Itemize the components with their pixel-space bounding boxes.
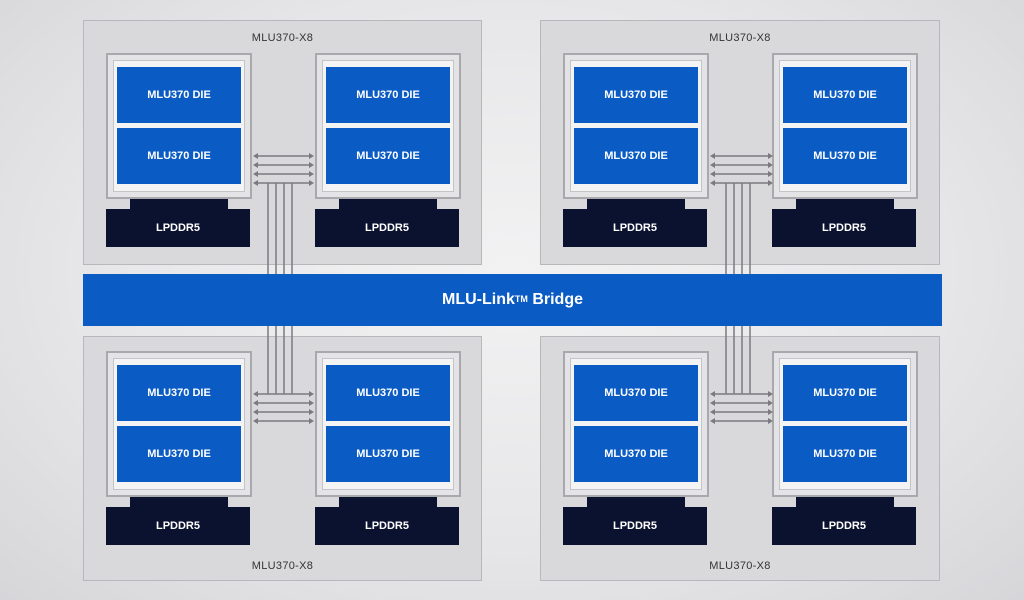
arrowhead-icon: [710, 171, 715, 177]
arrowhead-icon: [710, 162, 715, 168]
arrowhead-icon: [710, 391, 715, 397]
arrowhead-icon: [253, 391, 258, 397]
arrowhead-icon: [253, 418, 258, 424]
lpddr5-memory: LPDDR5: [106, 209, 250, 247]
arrowhead-icon: [768, 180, 773, 186]
mlu370-die: MLU370 DIE: [117, 365, 241, 421]
lpddr5-memory: LPDDR5: [106, 507, 250, 545]
mlu370-die: MLU370 DIE: [574, 365, 698, 421]
arrowhead-icon: [768, 409, 773, 415]
arrowhead-icon: [768, 171, 773, 177]
arrowhead-icon: [309, 171, 314, 177]
arrowhead-icon: [253, 180, 258, 186]
arrowhead-icon: [710, 153, 715, 159]
mlu370-die: MLU370 DIE: [326, 426, 450, 482]
arrowhead-icon: [309, 400, 314, 406]
arrowhead-icon: [768, 153, 773, 159]
bridge-trademark: TM: [514, 294, 528, 304]
arrowhead-icon: [768, 418, 773, 424]
mlu370-die: MLU370 DIE: [117, 128, 241, 184]
board-label: MLU370-X8: [709, 32, 771, 44]
arrowhead-icon: [309, 180, 314, 186]
lpddr5-memory: LPDDR5: [563, 209, 707, 247]
lpddr5-memory: LPDDR5: [772, 507, 916, 545]
memory-connector: [130, 497, 228, 507]
arrowhead-icon: [710, 418, 715, 424]
mlu370-die: MLU370 DIE: [783, 128, 907, 184]
arrowhead-icon: [253, 153, 258, 159]
mlu370-die: MLU370 DIE: [783, 426, 907, 482]
arrowhead-icon: [309, 409, 314, 415]
arrowhead-icon: [253, 409, 258, 415]
mlu370-die: MLU370 DIE: [326, 67, 450, 123]
arrowhead-icon: [253, 400, 258, 406]
mlu370-die: MLU370 DIE: [326, 128, 450, 184]
arrowhead-icon: [253, 171, 258, 177]
mlu370-die: MLU370 DIE: [574, 67, 698, 123]
arrowhead-icon: [309, 162, 314, 168]
arrowhead-icon: [768, 162, 773, 168]
lpddr5-memory: LPDDR5: [772, 209, 916, 247]
lpddr5-memory: LPDDR5: [315, 209, 459, 247]
board-label: MLU370-X8: [251, 560, 314, 572]
lpddr5-memory: LPDDR5: [315, 507, 459, 545]
arrowhead-icon: [768, 400, 773, 406]
memory-connector: [587, 199, 685, 209]
mlu370-die: MLU370 DIE: [326, 365, 450, 421]
mlu370-die: MLU370 DIE: [574, 128, 698, 184]
board-label: MLU370-X8: [709, 560, 771, 572]
memory-connector: [339, 497, 437, 507]
arrowhead-icon: [309, 418, 314, 424]
arrowhead-icon: [710, 409, 715, 415]
mlu370-die: MLU370 DIE: [783, 67, 907, 123]
arrowhead-icon: [309, 153, 314, 159]
arrowhead-icon: [710, 400, 715, 406]
memory-connector: [130, 199, 228, 209]
mlu370-die: MLU370 DIE: [574, 426, 698, 482]
mlu370-die: MLU370 DIE: [117, 67, 241, 123]
arrowhead-icon: [253, 162, 258, 168]
memory-connector: [587, 497, 685, 507]
memory-connector: [796, 199, 894, 209]
arrowhead-icon: [309, 391, 314, 397]
mlu370-die: MLU370 DIE: [117, 426, 241, 482]
board-label: MLU370-X8: [251, 32, 314, 44]
memory-connector: [796, 497, 894, 507]
mlu370-die: MLU370 DIE: [783, 365, 907, 421]
bridge-name: MLU-Link: [442, 291, 515, 308]
arrowhead-icon: [768, 391, 773, 397]
lpddr5-memory: LPDDR5: [563, 507, 707, 545]
bridge-suffix: Bridge: [527, 291, 583, 308]
memory-connector: [339, 199, 437, 209]
arrowhead-icon: [710, 180, 715, 186]
